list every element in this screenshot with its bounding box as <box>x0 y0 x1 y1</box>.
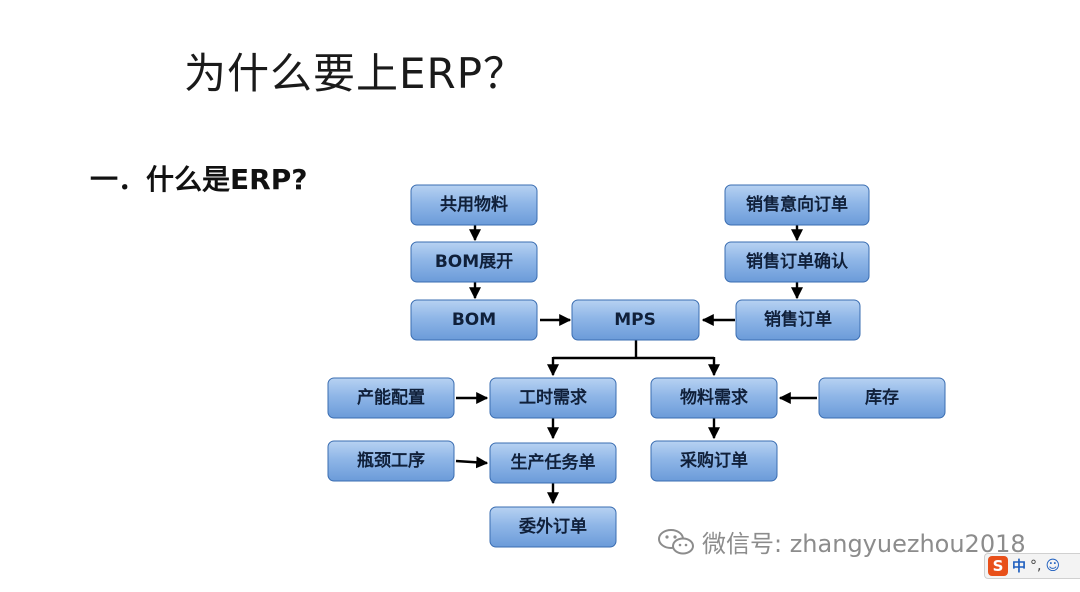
node-label: 物料需求 <box>680 387 748 408</box>
node-label: 销售意向订单 <box>746 194 848 215</box>
node-wuliao: 物料需求 <box>650 377 778 419</box>
mps-split-line <box>553 340 714 360</box>
node-label: BOM展开 <box>435 252 513 272</box>
slide-title: 为什么要上ERP？ <box>184 49 527 98</box>
node-label: 共用物料 <box>440 194 508 215</box>
node-bom: BOM <box>410 299 538 341</box>
node-label: 销售订单确认 <box>746 251 849 272</box>
sogou-logo-icon[interactable]: S <box>988 556 1008 576</box>
ime-toolbar[interactable]: S 中 °, ☺ <box>984 553 1080 579</box>
node-xiaoshouqueren: 销售订单确认 <box>724 241 870 283</box>
nodes: 共用物料 BOM展开 BOM MPS 销售意向订单 销售订单确认 销售订单 工 <box>327 184 946 548</box>
node-label: 委外订单 <box>518 516 587 537</box>
arrow-pingjing-to-shengchan <box>455 456 489 469</box>
watermark-text: 微信号: zhangyuezhou2018 <box>702 530 1026 558</box>
node-gongyong: 共用物料 <box>410 184 538 226</box>
node-label: 库存 <box>865 387 899 408</box>
node-label: 生产任务单 <box>511 452 596 473</box>
node-label: 产能配置 <box>357 387 425 408</box>
node-label: 采购订单 <box>679 450 748 471</box>
node-label: 销售订单 <box>764 309 832 330</box>
node-mps: MPS <box>571 299 700 341</box>
node-label: 瓶颈工序 <box>357 450 425 471</box>
ime-mode-toggle[interactable]: 中 <box>1012 559 1026 575</box>
node-pingjing: 瓶颈工序 <box>327 440 455 482</box>
node-channeng: 产能配置 <box>327 377 455 419</box>
slide-subtitle: 一．什么是ERP? <box>90 163 308 196</box>
node-weiwai: 委外订单 <box>489 506 617 548</box>
wechat-watermark: 微信号: zhangyuezhou2018 <box>656 524 1026 559</box>
wechat-icon <box>658 528 694 554</box>
ime-emoji-icon[interactable]: ☺ <box>1045 558 1061 574</box>
ime-punct-toggle[interactable]: °, <box>1030 558 1042 574</box>
node-xiaoshouyixiang: 销售意向订单 <box>724 184 870 226</box>
node-kucun: 库存 <box>818 377 946 419</box>
node-label: BOM <box>452 310 496 330</box>
node-label: 工时需求 <box>519 387 587 408</box>
node-label: MPS <box>614 310 656 330</box>
node-shengchan: 生产任务单 <box>489 442 617 484</box>
connectors <box>455 225 817 505</box>
node-caigou: 采购订单 <box>650 440 778 482</box>
node-xiaoshoudingdan: 销售订单 <box>735 299 861 341</box>
node-gongshi: 工时需求 <box>489 377 617 419</box>
node-bomzhankai: BOM展开 <box>410 241 538 283</box>
